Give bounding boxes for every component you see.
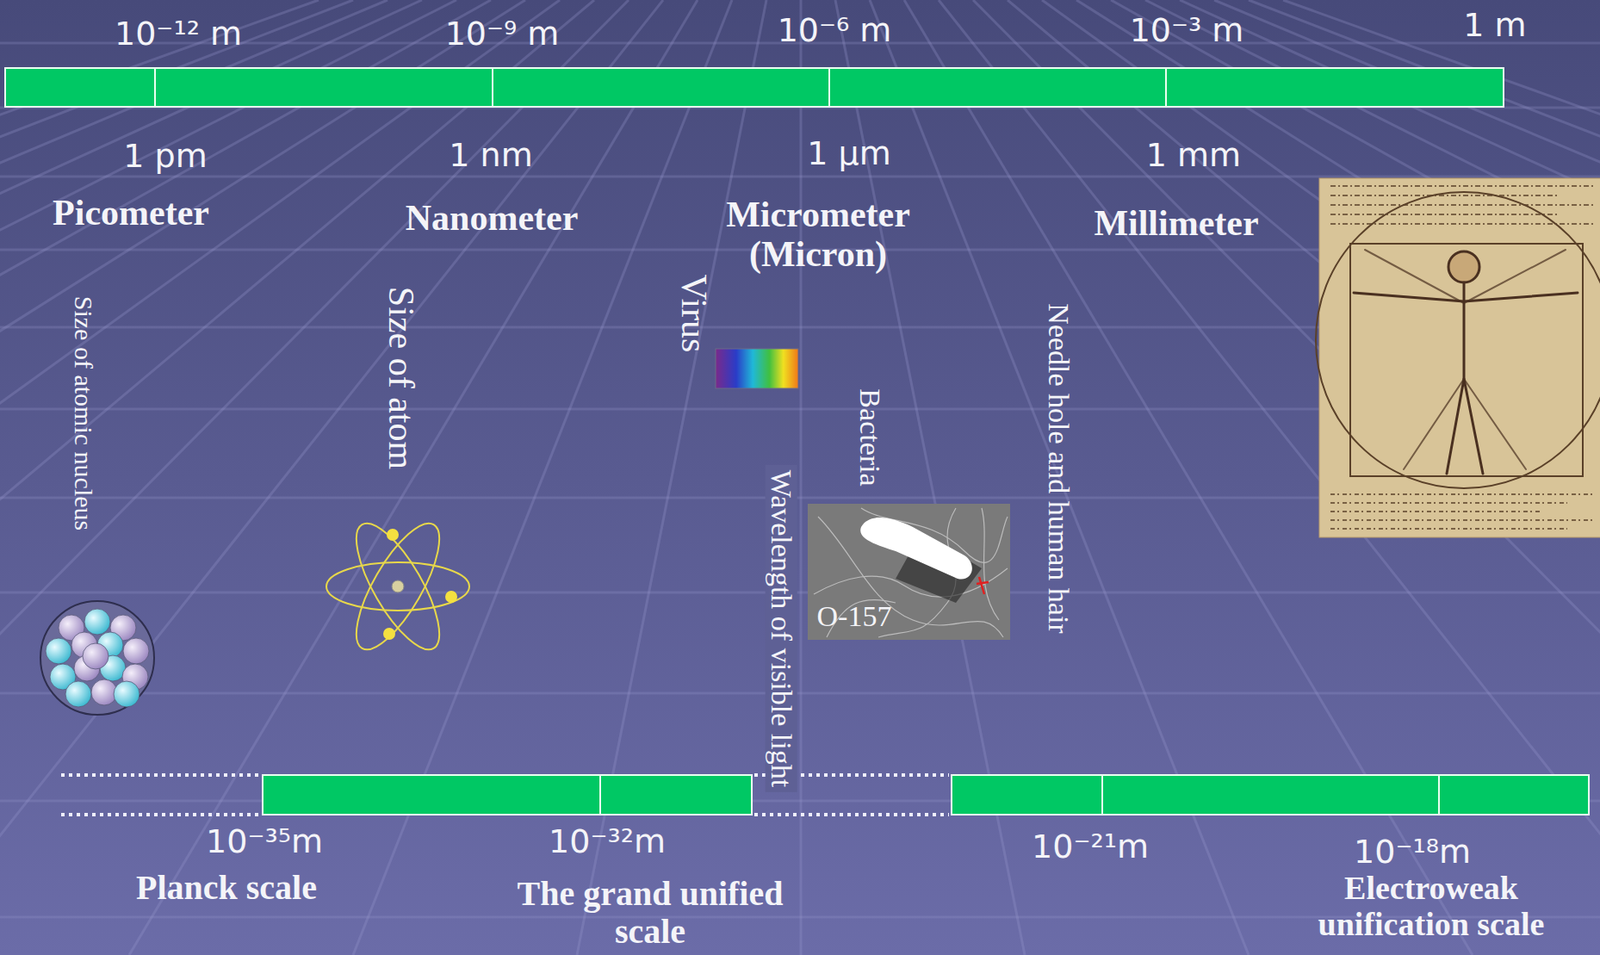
grid-line: [0, 692, 1600, 695]
unit-name: Micrometer (Micron): [706, 194, 931, 274]
script-line: [1330, 510, 1542, 513]
nucleon: [91, 679, 118, 706]
scale-name: Planck scale: [136, 868, 317, 907]
script-line: [1330, 194, 1559, 197]
object-label: Virus: [674, 274, 714, 354]
nucleon: [65, 681, 92, 707]
scale-value: 10⁻⁶ m: [777, 12, 893, 50]
nucleon: [84, 608, 111, 635]
photo-caption: O-157: [817, 600, 893, 633]
scale-value: 10⁻¹² m: [114, 16, 242, 53]
nucleon: [45, 638, 72, 664]
scale-name: The grand unified scale: [486, 874, 814, 951]
nucleon: [123, 638, 149, 664]
unit-name: Millimeter: [1093, 203, 1259, 243]
object-label: Bacteria: [853, 388, 886, 486]
script-line: [1330, 519, 1594, 521]
scale-value: 10⁻⁹ m: [445, 16, 560, 53]
nucleon: [82, 643, 109, 670]
nucleon: [113, 681, 140, 707]
unit-name: Picometer: [52, 192, 210, 233]
grid-line: [0, 175, 1600, 179]
grid-line: [800, 0, 803, 955]
script-line: [1330, 185, 1594, 187]
vitruvian-man-drawing: [1315, 178, 1600, 538]
unit-label: 1 nm: [448, 137, 533, 174]
object-label: Size of atomic nucleus: [69, 296, 99, 531]
script-line: [1330, 527, 1568, 530]
scale-value: 10⁻³⁵m: [205, 824, 323, 861]
script-line: [1330, 502, 1568, 504]
scale-name: Electroweak unification scale: [1271, 870, 1591, 943]
unit-label: 1 pm: [123, 138, 207, 175]
script-line: [1330, 213, 1559, 216]
grid-line: [938, 0, 1600, 955]
object-label: Size of atom: [381, 286, 422, 470]
nucleus-icon: [40, 601, 155, 715]
spectrum-strip: [715, 348, 799, 389]
scale-value: 10⁻¹⁸m: [1353, 834, 1471, 871]
top-scale-bar: [5, 68, 1504, 107]
scale-value: 10⁻³ m: [1129, 12, 1245, 50]
bacteria-photo: [807, 503, 1011, 640]
script-line: [1330, 204, 1594, 206]
bottom-scale-bar: [61, 775, 1589, 815]
script-line: [1330, 493, 1594, 496]
scale-value: 10⁻³²m: [548, 824, 666, 861]
grid-line: [0, 591, 1600, 595]
scale-value: 10⁻²¹m: [1031, 829, 1149, 866]
object-label: Needle hole and human hair: [1041, 303, 1074, 633]
scale-value: 1 m: [1463, 7, 1526, 44]
unit-name: Nanometer: [405, 198, 579, 238]
atom-icon: [326, 512, 470, 661]
unit-label: 1 μm: [806, 136, 891, 173]
object-label: Wavelength of visible light: [764, 465, 797, 793]
script-line: [1330, 223, 1594, 225]
unit-label: 1 mm: [1146, 137, 1241, 174]
